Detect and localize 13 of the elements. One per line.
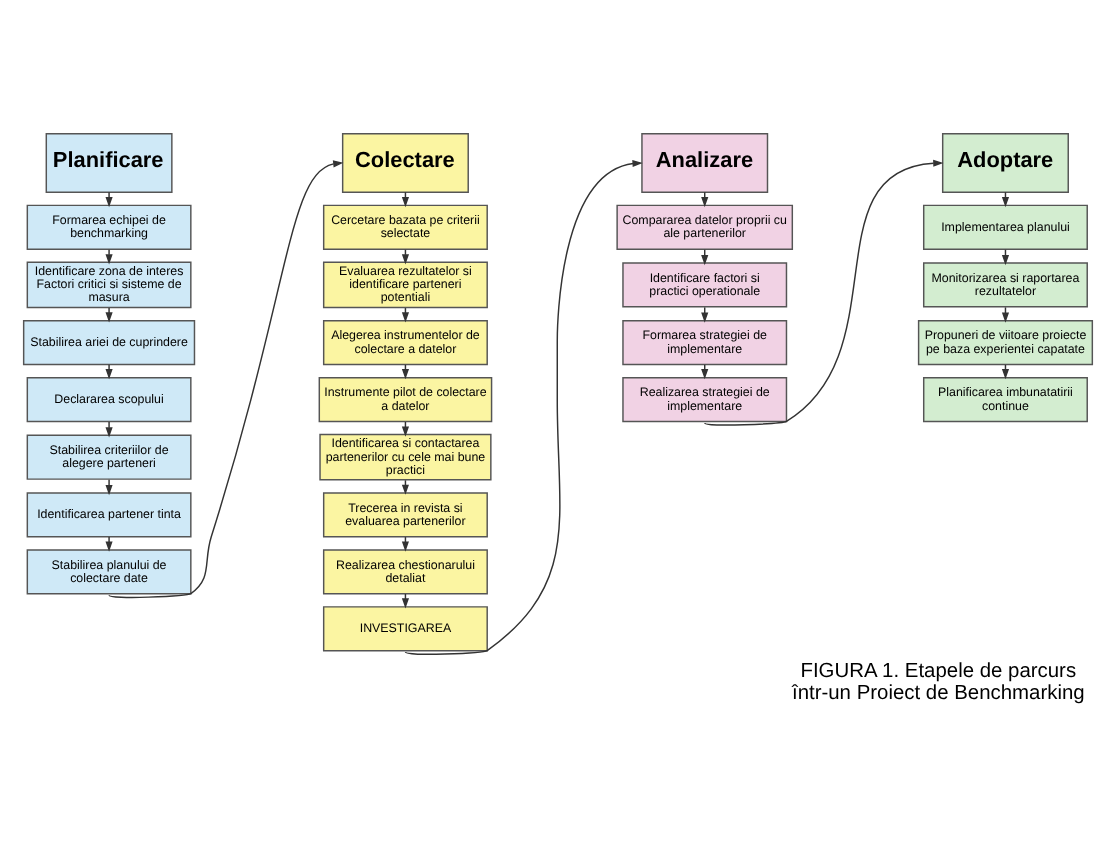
caption: FIGURA 1. Etapele de parcurs într-un Proiect de Benchmarking (791, 659, 1085, 704)
arrow (108, 159, 344, 598)
arrow (105, 535, 113, 551)
arrow (105, 477, 113, 495)
node-box: Planificare (45, 132, 173, 192)
node-box: Adoptare (941, 132, 1069, 192)
arrow (105, 306, 113, 322)
arrow (105, 363, 113, 379)
node-box: Colectare (341, 132, 469, 192)
arrow (105, 190, 113, 207)
arrow (105, 420, 113, 437)
node-box: Analizare (641, 132, 769, 192)
arrow (105, 248, 113, 264)
